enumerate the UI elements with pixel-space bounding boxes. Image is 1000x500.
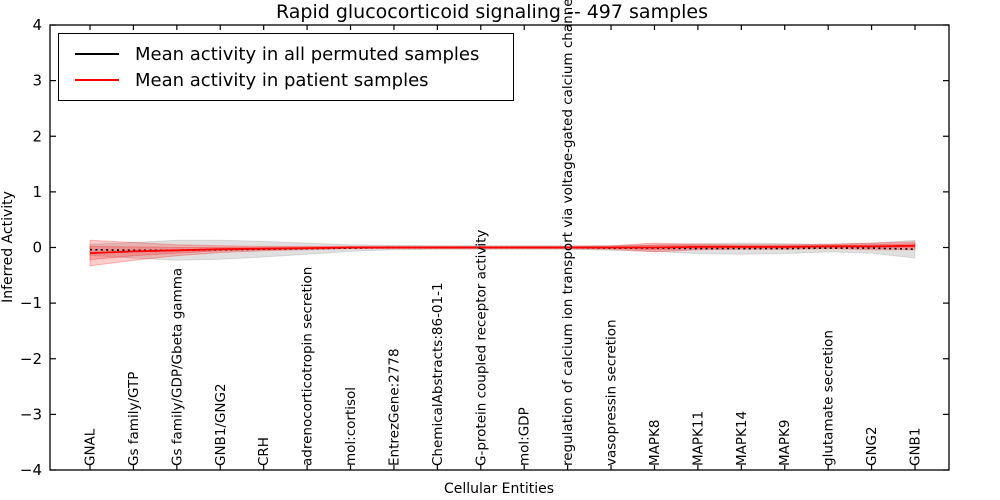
x-tick-label: MAPK14 [734, 411, 750, 466]
y-tick-label: 4 [32, 16, 42, 34]
x-tick-label: G-protein coupled receptor activity [473, 230, 489, 466]
x-tick-label: GNAL [83, 428, 99, 466]
permuted-std-band [89, 239, 916, 261]
x-tick-label: GNB1/GNG2 [213, 383, 229, 466]
x-tick-label: Gs family/GTP [126, 372, 142, 466]
x-axis-label: Cellular Entities [444, 481, 554, 497]
y-tick-label: −2 [20, 350, 42, 368]
legend-row-patient: Mean activity in patient samples [69, 67, 503, 93]
y-axis-label: Inferred Activity [0, 191, 16, 303]
y-tick-label: −1 [20, 294, 42, 312]
legend: Mean activity in all permuted samples Me… [58, 33, 514, 101]
legend-row-permuted: Mean activity in all permuted samples [69, 41, 503, 67]
y-tick-label: 3 [32, 72, 42, 90]
x-tick-label: MAPK9 [777, 420, 793, 466]
legend-label-patient: Mean activity in patient samples [135, 69, 429, 91]
lines-group [89, 244, 916, 254]
bands-group [89, 239, 916, 267]
x-tick-label: glutamate secretion [821, 330, 837, 466]
x-tick-label: mol:cortisol [343, 387, 359, 466]
x-tick-label: mol:GDP [517, 407, 533, 466]
x-tick-label: GNG2 [864, 426, 880, 466]
y-tick-label: −3 [20, 405, 42, 423]
y-tick-label: 1 [32, 183, 42, 201]
permuted-line-swatch [75, 53, 119, 55]
x-tick-label: adrenocorticotropin secretion [300, 267, 316, 466]
x-tick-label: regulation of calcium ion transport via … [560, 0, 576, 466]
x-tick-label: vasopressin secretion [604, 319, 620, 466]
axis-group: −4 −3 −2 −1 0 1 2 3 4 [20, 16, 950, 479]
patient-mean-line [89, 244, 916, 254]
patient-line-swatch [75, 79, 119, 81]
legend-label-permuted: Mean activity in all permuted samples [135, 43, 480, 65]
x-tick-label: CRH [256, 437, 272, 466]
y-tick-label: −4 [20, 461, 42, 479]
x-tick-label: GNB1 [908, 428, 924, 466]
y-tick-label: 2 [32, 127, 42, 145]
x-tick-label: ChemicalAbstracts:86-01-1 [430, 282, 446, 466]
permuted-mean-line [89, 246, 916, 252]
y-tick-label: 0 [32, 239, 42, 257]
x-tick-label: Gs family/GDP/Gbeta gamma [169, 268, 185, 466]
x-tick-label: MAPK11 [690, 411, 706, 466]
x-tick-labels-group: GNAL Gs family/GTP Gs family/GDP/Gbeta gam… [83, 0, 924, 466]
x-tick-label: MAPK8 [647, 420, 663, 466]
x-tick-label: EntrezGene:2778 [386, 348, 402, 466]
chart-title: Rapid glucocorticoid signaling -- 497 sa… [276, 1, 708, 23]
